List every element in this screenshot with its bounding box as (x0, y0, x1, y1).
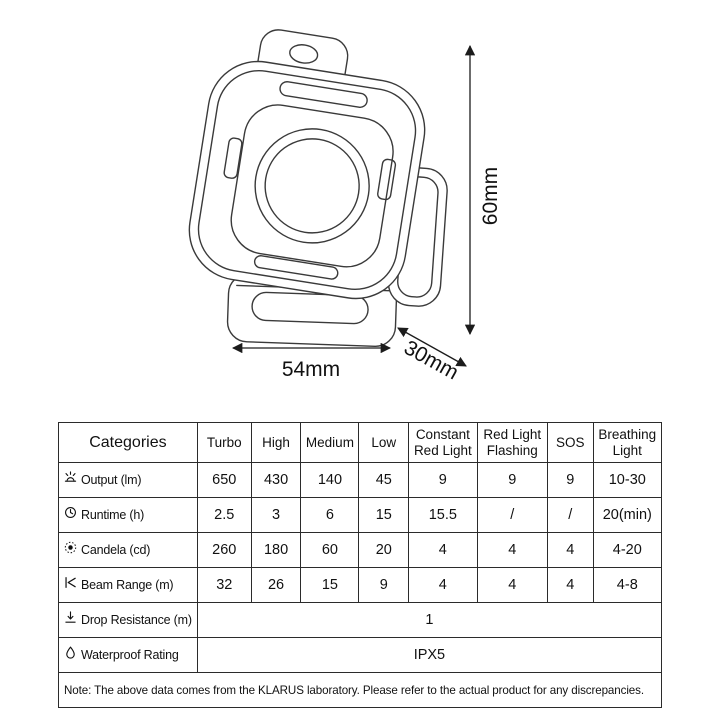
col-header-categories: Categories (58, 422, 198, 463)
value-cell: 650 (196, 462, 252, 498)
value-cell: 2.5 (196, 497, 252, 533)
value-cell: 9 (358, 567, 410, 603)
spec-table: Categories Turbo High Medium Low Constan… (58, 422, 663, 708)
width-dimension-label: 54mm (282, 358, 340, 381)
value-cell: 260 (196, 532, 252, 568)
col-header-breathing-light: Breathing Light (592, 422, 663, 463)
value-cell: 20(min) (592, 497, 663, 533)
brightness-icon (64, 471, 77, 489)
clock-icon (64, 506, 77, 524)
row-label: Waterproof Rating (81, 648, 179, 662)
value-cell: 140 (300, 462, 360, 498)
value-cell: / (476, 497, 548, 533)
beam-range-icon (64, 576, 77, 594)
depth-dimension-label: 30mm (400, 336, 462, 384)
value-cell: 430 (250, 462, 302, 498)
value-cell: 9 (476, 462, 548, 498)
span-value-cell: 1 (196, 602, 663, 638)
value-cell: 9 (408, 462, 478, 498)
row-runtime: Runtime (h) 2.5 3 6 15 15.5 / / 20(min) (58, 497, 663, 533)
row-label-cell: Waterproof Rating (58, 637, 198, 673)
value-cell: 4-20 (592, 532, 663, 568)
row-label-cell: Output (lm) (58, 462, 198, 498)
waterproof-icon (64, 646, 77, 664)
row-beam-range: Beam Range (m) 32 26 15 9 4 4 4 4-8 (58, 567, 663, 603)
row-drop-resistance: Drop Resistance (m) 1 (58, 602, 663, 638)
row-label: Candela (cd) (81, 543, 151, 557)
height-dimension-label: 60mm (479, 167, 502, 225)
note-text: Note: The above data comes from the KLAR… (58, 672, 662, 708)
span-value-cell: IPX5 (196, 637, 663, 673)
row-label: Runtime (h) (81, 508, 145, 522)
value-cell: 4 (476, 532, 548, 568)
value-cell: 60 (300, 532, 360, 568)
value-cell: 4 (476, 567, 548, 603)
value-cell: 9 (546, 462, 594, 498)
value-cell: 180 (250, 532, 302, 568)
value-cell: 15 (300, 567, 360, 603)
value-cell: 15 (358, 497, 410, 533)
value-cell: 4 (546, 567, 594, 603)
value-cell: 4-8 (592, 567, 663, 603)
value-cell: 32 (196, 567, 252, 603)
row-label-cell: Drop Resistance (m) (58, 602, 198, 638)
value-cell: 4 (546, 532, 594, 568)
row-label: Output (lm) (81, 473, 142, 487)
row-label-cell: Beam Range (m) (58, 567, 198, 603)
value-cell: 10-30 (592, 462, 663, 498)
row-label-cell: Candela (cd) (58, 532, 198, 568)
row-candela: Candela (cd) 260 180 60 20 4 4 4 4-20 (58, 532, 663, 568)
row-label-cell: Runtime (h) (58, 497, 198, 533)
header-row: Categories Turbo High Medium Low Constan… (58, 422, 663, 463)
value-cell: 15.5 (408, 497, 478, 533)
depth-dimension-line (397, 327, 467, 367)
drop-resistance-icon (64, 611, 77, 629)
value-cell: 3 (250, 497, 302, 533)
value-cell: 20 (358, 532, 410, 568)
value-cell: 4 (408, 567, 478, 603)
col-header-sos: SOS (546, 422, 594, 463)
candela-icon (64, 541, 77, 559)
col-header-constant-red-light: Constant Red Light (408, 422, 478, 463)
value-cell: 6 (300, 497, 360, 533)
value-cell: 4 (408, 532, 478, 568)
light-head (188, 29, 426, 300)
col-header-turbo: Turbo (196, 422, 252, 463)
col-header-red-light-flashing: Red Light Flashing (476, 422, 548, 463)
lens-inner-ring (264, 138, 360, 234)
col-header-medium: Medium (300, 422, 360, 463)
row-label: Drop Resistance (m) (81, 613, 192, 627)
value-cell: / (546, 497, 594, 533)
value-cell: 45 (358, 462, 410, 498)
row-waterproof: Waterproof Rating IPX5 (58, 637, 663, 673)
value-cell: 26 (250, 567, 302, 603)
lens-outer-ring (254, 128, 370, 244)
product-drawing: 60mm 54mm 30mm (188, 29, 502, 385)
product-line-drawing: 60mm 54mm 30mm (188, 29, 502, 385)
col-header-high: High (250, 422, 302, 463)
row-output: Output (lm) 650 430 140 45 9 9 9 10-30 (58, 462, 663, 498)
dimension-lines (231, 44, 476, 367)
row-note: Note: The above data comes from the KLAR… (58, 672, 662, 708)
row-label: Beam Range (m) (81, 578, 174, 592)
col-header-low: Low (358, 422, 410, 463)
